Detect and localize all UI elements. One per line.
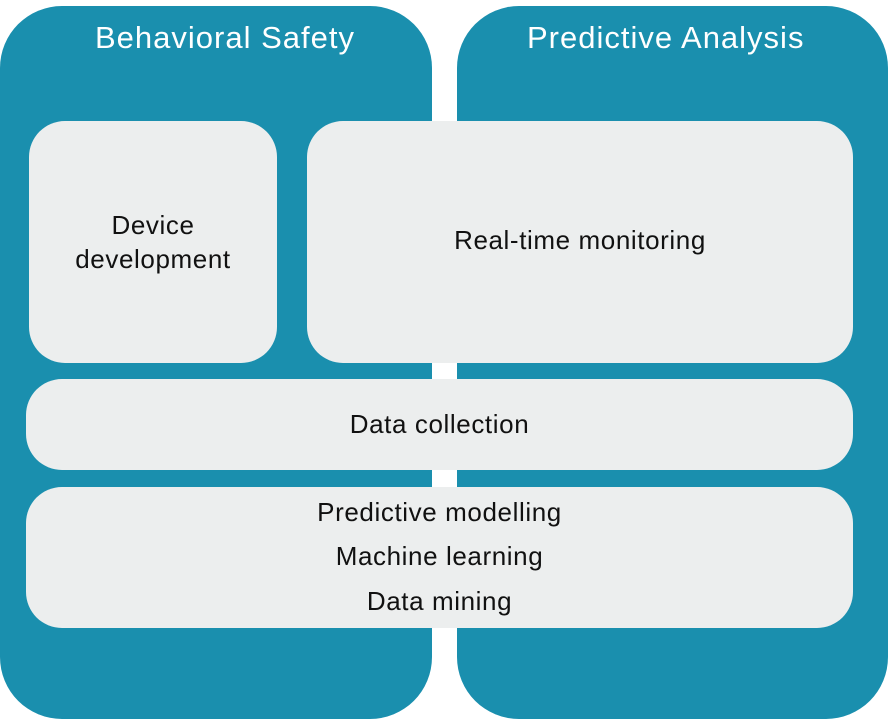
device-development-box: Device development (29, 121, 277, 363)
device-development-label: Device development (75, 210, 231, 274)
machine-learning-label: Machine learning (335, 541, 544, 572)
data-collection-box: Data collection (26, 379, 853, 470)
methods-box: Predictive modelling Machine learning Da… (26, 487, 853, 628)
realtime-monitoring-label: Real-time monitoring (454, 224, 706, 255)
predictive-modelling-label: Predictive modelling (317, 497, 562, 527)
behavioral-safety-title: Behavioral Safety (95, 20, 355, 55)
predictive-analysis-title: Predictive Analysis (527, 20, 805, 55)
realtime-monitoring-box: Real-time monitoring (307, 121, 853, 363)
data-collection-label: Data collection (349, 409, 530, 439)
data-mining-label: Data mining (366, 585, 513, 616)
